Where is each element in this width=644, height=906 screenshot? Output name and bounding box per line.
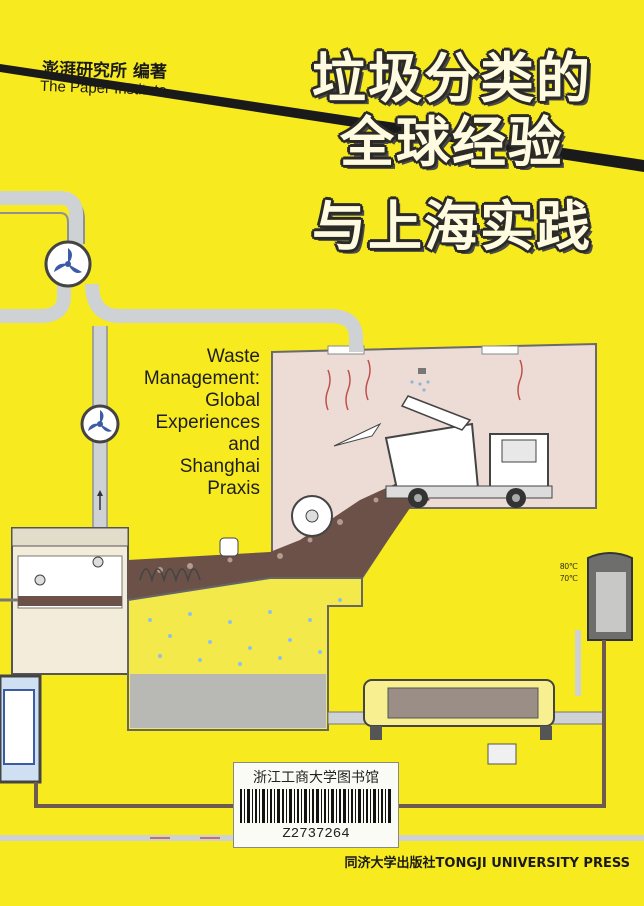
waste-conveyor — [128, 478, 430, 600]
english-title-line: Global — [205, 390, 260, 411]
barcode-number: Z2737264 — [282, 826, 350, 842]
english-title-line: Praxis — [207, 478, 260, 499]
sorting-booth — [0, 527, 129, 675]
title-line-2: 全球经验 — [340, 111, 564, 174]
english-title-line: Experiences — [155, 412, 260, 433]
water-sprayer — [410, 368, 430, 392]
publisher-press: 同济大学出版社TONGJI UNIVERSITY PRESS — [344, 856, 630, 871]
drying-drum — [327, 679, 605, 765]
english-title: Waste Management: Global Experiences and… — [144, 346, 260, 500]
english-title-line: Shanghai — [179, 456, 260, 477]
gauge-high-label: 80℃ — [560, 562, 578, 571]
title-line-1: 垃圾分类的 — [312, 47, 592, 110]
screw-conveyor — [139, 568, 201, 583]
library-name: 浙江工商大学图书馆 — [253, 770, 379, 786]
library-label: 浙江工商大学图书馆 Z2737264 — [233, 762, 399, 848]
english-title-line: Management: — [143, 368, 260, 389]
dump-truck — [333, 395, 553, 508]
fan-top — [44, 240, 92, 288]
return-pipes — [34, 640, 606, 808]
gauge-low-label: 70℃ — [560, 574, 578, 583]
english-title-line: Waste — [206, 346, 260, 367]
steam-arrows — [325, 359, 523, 411]
drainage-tank — [127, 577, 363, 731]
diagonal-stripe — [0, 64, 644, 172]
barcode — [240, 789, 391, 823]
fan-middle — [80, 404, 120, 444]
oil-tank — [575, 552, 633, 696]
english-title-line: and — [228, 434, 260, 455]
title-line-3: 与上海实践 — [312, 195, 592, 258]
crusher-gear — [291, 495, 333, 537]
